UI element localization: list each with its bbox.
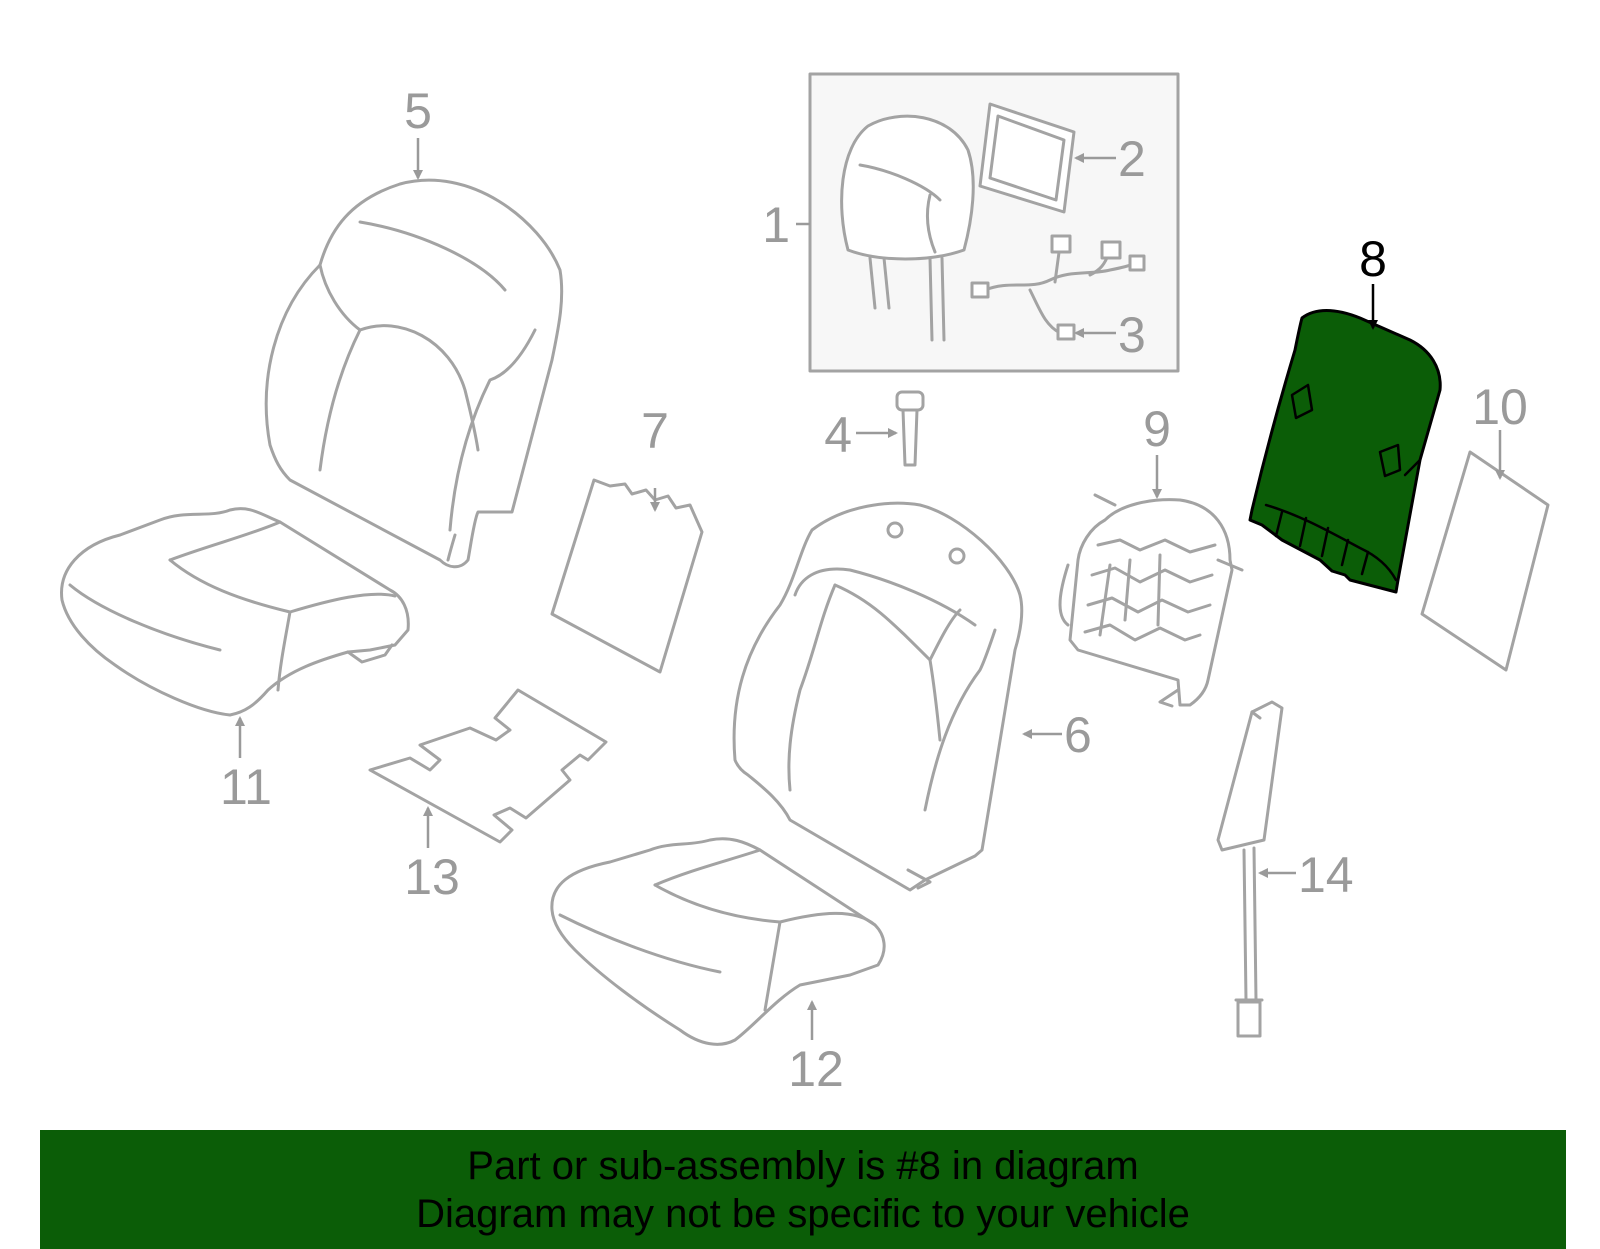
callout-9: 9 — [1143, 401, 1171, 457]
seat-pad — [550, 478, 704, 674]
callout-11: 11 — [220, 759, 272, 815]
callout-2: 2 — [1118, 131, 1146, 187]
seat-back-board-highlighted — [1248, 309, 1442, 594]
callout-4: 4 — [824, 407, 852, 463]
headrest-assembly-box — [808, 72, 1180, 373]
callout-5: 5 — [404, 83, 432, 139]
info-banner: Part or sub-assembly is #8 in diagram Di… — [40, 1130, 1566, 1249]
seat-back-frame — [1058, 493, 1244, 708]
seat-back-cover-upper — [264, 178, 564, 569]
bolt — [895, 390, 925, 467]
callout-14: 14 — [1298, 847, 1354, 903]
seat-heater-mat — [368, 688, 608, 844]
seat-cushion-cover-left — [60, 507, 410, 717]
headrest-guide — [1216, 700, 1284, 1038]
seat-cushion-cover-center — [550, 837, 886, 1046]
callout-3: 3 — [1118, 307, 1146, 363]
callout-1: 1 — [762, 197, 790, 253]
callout-10: 10 — [1472, 379, 1528, 435]
seat-back-cover-center — [732, 501, 1024, 892]
callout-6: 6 — [1064, 707, 1092, 763]
banner-line-2: Diagram may not be specific to your vehi… — [416, 1191, 1190, 1236]
callout-8: 8 — [1359, 231, 1387, 287]
banner-line-1: Part or sub-assembly is #8 in diagram — [467, 1143, 1139, 1188]
seat-back-panel — [1420, 450, 1550, 672]
callout-7: 7 — [641, 403, 669, 459]
callout-13: 13 — [404, 849, 460, 905]
callout-12: 12 — [788, 1041, 844, 1097]
